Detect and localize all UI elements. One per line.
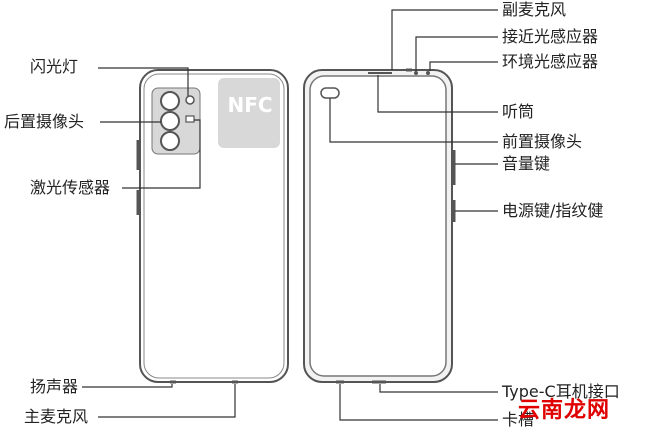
- nfc-label: NFC: [227, 93, 273, 117]
- label-flash: 闪光灯: [30, 57, 79, 76]
- label-rear-camera: 后置摄像头: [4, 112, 85, 131]
- phone-back-inner-outline: [143, 73, 285, 379]
- label-front-camera: 前置摄像头: [502, 132, 583, 151]
- leader-earpiece: [377, 75, 498, 113]
- label-ambient-light-sensor: 环境光感应器: [502, 52, 599, 71]
- leader-speaker: [82, 384, 173, 388]
- leader-laser: [122, 119, 201, 189]
- label-volume-key: 音量键: [502, 154, 551, 173]
- flash-led: [185, 95, 195, 105]
- camera-lens-1: [160, 91, 180, 111]
- label-main-mic: 主麦克风: [24, 407, 89, 426]
- leader-secondary-mic: [391, 9, 498, 70]
- label-laser-sensor: 激光传感器: [30, 178, 111, 197]
- label-speaker: 扬声器: [30, 377, 79, 396]
- camera-lens-3: [160, 131, 180, 151]
- label-typec-port: Type-C耳机接口: [502, 382, 620, 401]
- leader-typec: [379, 384, 498, 393]
- phone-back-outline: [139, 69, 289, 383]
- leader-flash: [98, 67, 189, 96]
- leader-card-slot: [339, 384, 498, 421]
- leader-front-camera: [329, 98, 498, 143]
- laser-sensor-window: [185, 115, 195, 123]
- leader-lines-left: [82, 67, 236, 418]
- label-card-slot: 卡槽: [502, 410, 535, 429]
- proximity-sensor-dot: [414, 71, 418, 75]
- front-camera-pill: [320, 87, 340, 99]
- label-secondary-mic: 副麦克风: [502, 0, 567, 19]
- label-proximity-sensor: 接近光感应器: [502, 27, 599, 46]
- watermark-text: 云南龙网: [518, 398, 611, 423]
- leader-main-mic: [98, 384, 236, 418]
- camera-lens-2: [160, 111, 180, 131]
- label-earpiece: 听筒: [502, 102, 535, 121]
- leader-lines-right: [329, 9, 498, 421]
- leader-proximity: [415, 36, 498, 71]
- nfc-area: [218, 78, 280, 148]
- label-power-fingerprint-key: 电源键/指纹健: [502, 201, 604, 220]
- leader-ambient: [429, 61, 498, 71]
- ambient-sensor-dot: [426, 71, 430, 75]
